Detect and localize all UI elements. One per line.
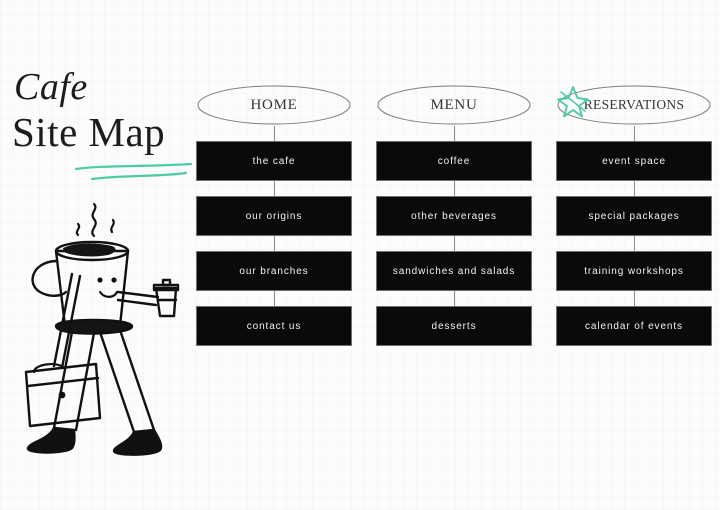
node-our-origins[interactable]: our origins [196, 196, 352, 236]
green-underline-strokes [74, 162, 193, 181]
connector-line [273, 126, 275, 141]
node-the-cafe[interactable]: the cafe [196, 141, 352, 181]
node-sandwiches-and-salads[interactable]: sandwiches and salads [376, 251, 532, 291]
site-map-columns: HOME the cafe our origins our branches c… [196, 84, 712, 384]
title-line-cafe: Cafe [14, 66, 88, 108]
node-header-home[interactable]: HOME [196, 84, 352, 126]
connector-line [453, 291, 455, 306]
node-label: our origins [245, 210, 303, 222]
node-calendar-of-events[interactable]: calendar of events [556, 306, 712, 346]
node-special-packages[interactable]: special packages [556, 196, 712, 236]
node-training-workshops[interactable]: training workshops [556, 251, 712, 291]
column-reservations: RESERVATIONS event space special package… [556, 84, 712, 384]
node-coffee[interactable]: coffee [376, 141, 532, 181]
node-label: our branches [239, 265, 309, 277]
column-menu: MENU coffee other beverages sandwiches a… [376, 84, 532, 384]
header-label: MENU [430, 96, 478, 113]
column-home: HOME the cafe our origins our branches c… [196, 84, 352, 384]
node-header-reservations[interactable]: RESERVATIONS [556, 84, 712, 126]
node-label: the cafe [252, 155, 296, 167]
connector-line [633, 181, 635, 196]
node-label: training workshops [584, 265, 684, 277]
connector-line [273, 291, 275, 306]
node-label: other beverages [411, 210, 497, 222]
node-header-menu[interactable]: MENU [376, 84, 532, 126]
node-label: calendar of events [585, 320, 683, 332]
connector-line [453, 181, 455, 196]
node-our-branches[interactable]: our branches [196, 251, 352, 291]
walking-coffee-cup-illustration [24, 202, 180, 456]
node-label: contact us [246, 320, 302, 332]
node-label: special packages [588, 210, 680, 222]
node-label: event space [602, 155, 666, 167]
node-label: coffee [437, 155, 471, 167]
node-label: sandwiches and salads [392, 265, 516, 277]
connector-line [633, 126, 635, 141]
node-other-beverages[interactable]: other beverages [376, 196, 532, 236]
connector-line [453, 236, 455, 251]
connector-line [633, 236, 635, 251]
page-title: Cafe Site Map [12, 66, 193, 181]
node-event-space[interactable]: event space [556, 141, 712, 181]
header-label: HOME [250, 96, 298, 113]
connector-line [633, 291, 635, 306]
node-contact-us[interactable]: contact us [196, 306, 352, 346]
connector-line [273, 181, 275, 196]
title-line-site-map: Site Map [12, 109, 166, 155]
node-label: desserts [431, 320, 477, 332]
connector-line [273, 236, 275, 251]
node-desserts[interactable]: desserts [376, 306, 532, 346]
header-label: RESERVATIONS [583, 97, 685, 112]
connector-line [453, 126, 455, 141]
